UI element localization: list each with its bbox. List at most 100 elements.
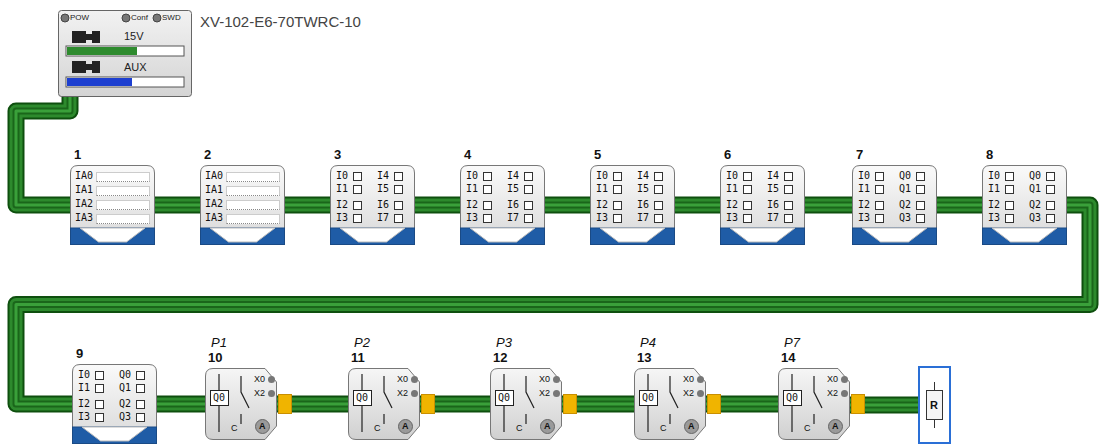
- channel-label: I2: [988, 200, 1000, 210]
- cable-stripe: [16, 95, 72, 205]
- cable-stripe: [283, 199, 332, 212]
- io-module: 5I0I1I2I3I4I5I6I7: [590, 165, 675, 245]
- cable-stripe: [673, 202, 722, 209]
- resistor-lead: [934, 382, 935, 390]
- cable-stripe: [803, 199, 854, 212]
- relay-module: P211Q0X0X2CA: [348, 368, 420, 440]
- status-square: [483, 172, 492, 181]
- channel-label: Q2: [1029, 200, 1041, 210]
- status-square: [743, 172, 752, 181]
- channel-label: I3: [336, 213, 348, 223]
- cable-stripe: [803, 197, 854, 214]
- cable-stripe: [155, 401, 207, 408]
- channel-label: I4: [507, 171, 519, 181]
- module-number: 3: [334, 148, 341, 161]
- status-square: [394, 185, 403, 194]
- status-square: [353, 201, 362, 210]
- analog-value-field: [96, 200, 150, 210]
- channel-label: I3: [988, 213, 1000, 223]
- led-label: Conf: [131, 14, 148, 22]
- cable-stripe: [935, 197, 984, 214]
- orange-connector: [707, 394, 721, 414]
- channel-label: I3: [596, 213, 608, 223]
- channel-label: IA2: [75, 199, 93, 209]
- coil-label: Q0: [642, 393, 654, 403]
- channel-label: Q3: [119, 412, 131, 422]
- channel-label: I5: [507, 184, 519, 194]
- status-square: [524, 214, 533, 223]
- status-square: [1005, 172, 1014, 181]
- channel-label: I5: [377, 184, 389, 194]
- orange-connector: [421, 394, 435, 414]
- terminator-label: R: [930, 400, 938, 411]
- analog-value-field: [226, 186, 280, 196]
- channel-label: I3: [858, 213, 870, 223]
- channel-label: Q1: [899, 184, 911, 194]
- channel-label: IA1: [205, 185, 223, 195]
- cable-stripe: [803, 204, 854, 207]
- analog-value-field: [226, 172, 280, 182]
- terminal-label: X2: [254, 389, 265, 398]
- cable-stripe: [413, 204, 462, 207]
- module-number: 14: [781, 351, 795, 364]
- status-square: [916, 185, 925, 194]
- status-square: [136, 371, 145, 380]
- common-label: C: [231, 424, 238, 433]
- channel-label: I7: [377, 213, 389, 223]
- status-square: [916, 172, 925, 181]
- cable-stripe: [155, 398, 207, 411]
- status-square: [394, 214, 403, 223]
- channel-label: I2: [78, 399, 90, 409]
- status-square: [524, 201, 533, 210]
- terminal-label: X2: [539, 389, 550, 398]
- module-number: 7: [856, 148, 863, 161]
- channel-label: I1: [858, 184, 870, 194]
- terminator-module: R: [918, 366, 951, 444]
- cable-stripe: [673, 199, 722, 212]
- channel-label: IA3: [205, 213, 223, 223]
- channel-label: Q0: [1029, 171, 1041, 181]
- terminal-label: X0: [397, 375, 408, 384]
- ribbon-cable: [935, 205, 984, 206]
- analog-value-field: [226, 214, 280, 224]
- status-square: [743, 214, 752, 223]
- status-square: [1046, 201, 1055, 210]
- ribbon-cable: [413, 205, 462, 206]
- terminal-dot: [268, 376, 275, 383]
- position-label: P3: [496, 336, 512, 349]
- status-square: [654, 201, 663, 210]
- led-label: SWD: [162, 14, 181, 22]
- cable-stripe: [283, 204, 332, 207]
- terminal-label: X2: [683, 389, 694, 398]
- common-label: C: [660, 424, 667, 433]
- status-square: [613, 172, 622, 181]
- terminal-dot: [553, 390, 560, 397]
- status-square: [483, 214, 492, 223]
- channel-label: Q1: [1029, 184, 1041, 194]
- channel-label: I4: [637, 171, 649, 181]
- io-module: 2IA0IA1IA2IA3: [200, 165, 285, 245]
- status-square: [136, 400, 145, 409]
- status-square: [613, 185, 622, 194]
- cable-stripe: [283, 197, 332, 214]
- status-square: [1005, 201, 1014, 210]
- mode-label: A: [402, 422, 409, 431]
- status-square: [784, 185, 793, 194]
- status-square: [524, 185, 533, 194]
- channel-label: I1: [726, 184, 738, 194]
- module-number: 1: [74, 148, 81, 161]
- channel-label: I2: [726, 200, 738, 210]
- supply-label: AUX: [124, 62, 147, 73]
- status-square: [613, 214, 622, 223]
- cable-stripe: [935, 204, 984, 207]
- cable-stripe: [153, 197, 202, 214]
- channel-label: I2: [466, 200, 478, 210]
- channel-label: I1: [466, 184, 478, 194]
- orange-connector: [278, 394, 292, 414]
- analog-value-field: [96, 172, 150, 182]
- ribbon-cable: [16, 95, 72, 205]
- cable-stripe: [16, 95, 72, 205]
- coil-label: Q0: [786, 393, 798, 403]
- relay-module: P714Q0X0X2CA: [778, 368, 850, 440]
- status-square: [654, 172, 663, 181]
